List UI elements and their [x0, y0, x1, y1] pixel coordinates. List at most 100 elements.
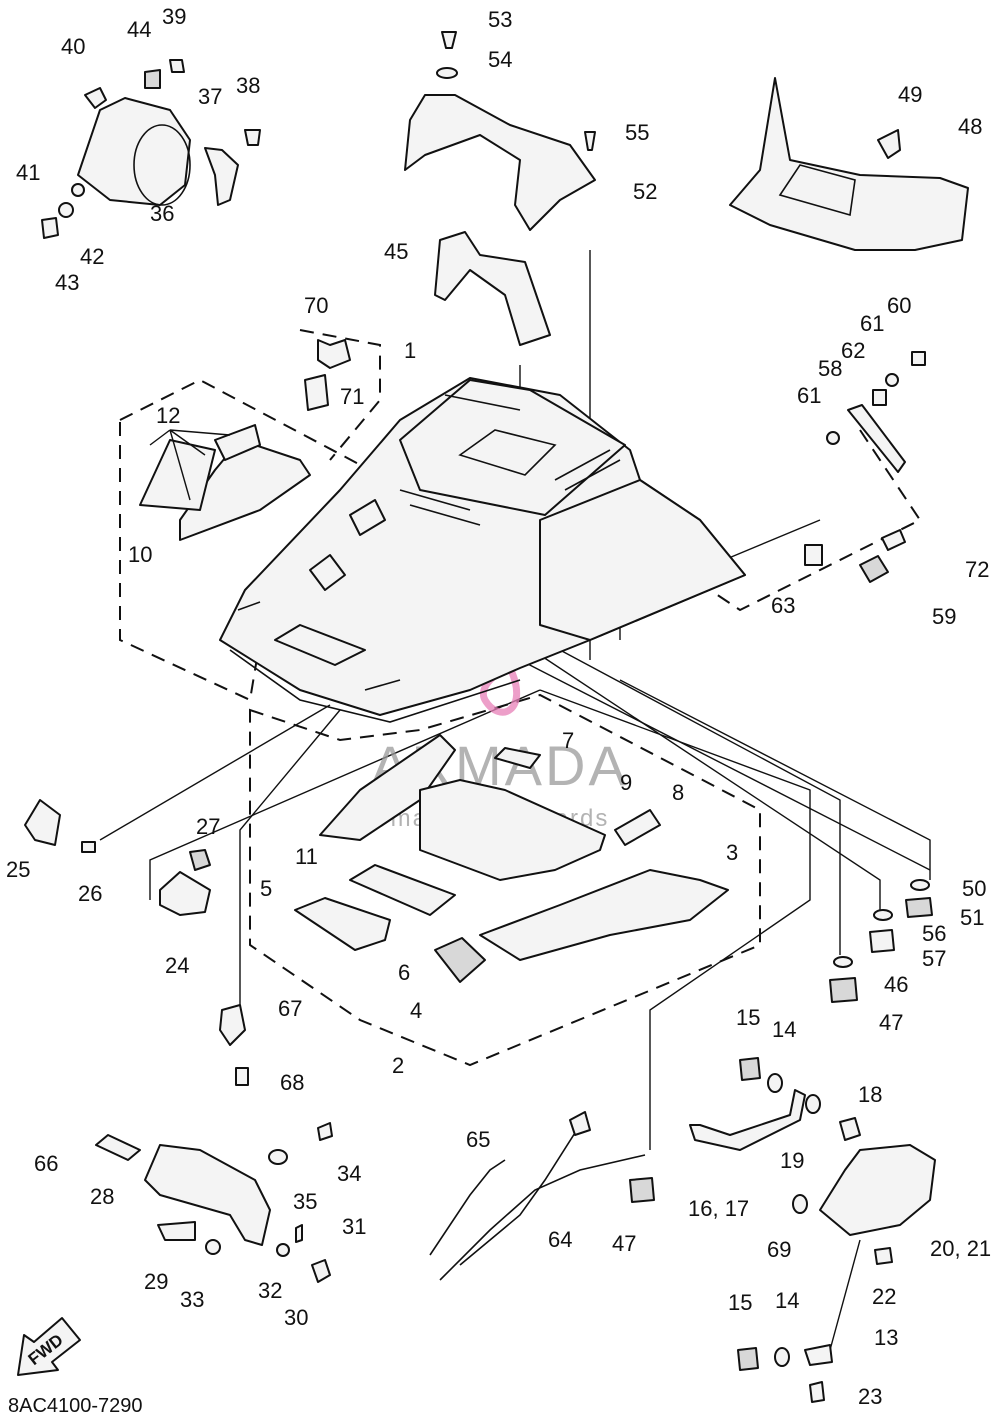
callout-57: 57 — [922, 946, 946, 971]
part-61-washer-a — [826, 431, 840, 445]
callout-71: 71 — [340, 384, 364, 409]
callout-56: 56 — [922, 921, 946, 946]
callout-52: 52 — [633, 179, 657, 204]
part-11-bracket — [319, 734, 456, 841]
callout-14a: 14 — [772, 1017, 796, 1042]
callout-6: 6 — [398, 960, 410, 985]
part-54-washer — [436, 67, 458, 79]
callout-67: 67 — [278, 996, 302, 1021]
part-68-bolt — [235, 1067, 249, 1086]
dash-outline-58-61 — [709, 429, 922, 612]
part-42-washer — [58, 202, 74, 218]
callout-40: 40 — [61, 34, 85, 59]
part-59-knob — [859, 555, 889, 583]
callout-23: 23 — [858, 1384, 882, 1409]
part-64-cable-b — [459, 1124, 581, 1266]
callout-58: 58 — [818, 356, 842, 381]
top-center-group — [404, 31, 596, 346]
callout-60: 60 — [887, 293, 911, 318]
callout-53: 53 — [488, 7, 512, 32]
part-31-pin — [295, 1224, 303, 1243]
callout-labels: 1 2 3 4 5 6 7 8 9 10 11 12 13 14 14 15 1… — [6, 4, 991, 1409]
part-40-clip — [84, 87, 107, 109]
callout-47b: 47 — [612, 1231, 636, 1256]
part-24-bracket — [159, 871, 211, 916]
part-28-handle — [144, 1144, 271, 1246]
part-63-grommet — [804, 544, 823, 566]
part-7-pad — [494, 747, 541, 769]
dash-outline-2 — [249, 693, 761, 1067]
part-34-rivet — [317, 1122, 333, 1141]
callout-19: 19 — [780, 1148, 804, 1173]
callout-10: 10 — [128, 542, 152, 567]
part-6-pad — [349, 864, 456, 916]
callout-8: 8 — [672, 780, 684, 805]
callout-65: 65 — [466, 1127, 490, 1152]
callout-49: 49 — [898, 82, 922, 107]
part-36-duct — [77, 97, 191, 206]
callout-25: 25 — [6, 857, 30, 882]
diagram-code: 8AC4100-7290 — [8, 1395, 143, 1417]
hood-vent-slots — [237, 394, 621, 691]
callout-46: 46 — [884, 972, 908, 997]
callout-18: 18 — [858, 1082, 882, 1107]
callout-7: 7 — [562, 728, 574, 753]
part-14-washer-b — [774, 1347, 790, 1367]
part-44-nut — [144, 69, 161, 89]
part-47-grommet — [829, 977, 858, 1003]
callout-4: 4 — [410, 998, 422, 1023]
part-15-grommet-a — [739, 1057, 761, 1081]
part-3-panel — [479, 869, 729, 961]
part-25-bracket — [24, 799, 61, 846]
callout-68: 68 — [280, 1070, 304, 1095]
callout-28: 28 — [90, 1184, 114, 1209]
part-37-bracket — [204, 147, 239, 206]
hood-assembly — [219, 377, 746, 723]
callout-36: 36 — [150, 201, 174, 226]
fwd-arrow: FWD — [17, 1317, 81, 1376]
callout-20-21: 20, 21 — [930, 1236, 991, 1261]
left-hardware — [24, 799, 249, 1086]
callout-61a: 61 — [860, 311, 884, 336]
part-5-pad — [294, 897, 391, 951]
part-52-bracket — [404, 94, 596, 231]
hood-top-console — [399, 379, 626, 516]
dash-outline-10-12 — [119, 378, 372, 702]
callout-69: 69 — [767, 1237, 791, 1262]
callout-15b: 15 — [728, 1290, 752, 1315]
part-69-washer — [792, 1194, 808, 1214]
part-32-washer — [276, 1243, 290, 1257]
part-61-washer-b — [885, 373, 899, 387]
callout-3: 3 — [726, 840, 738, 865]
part-12-pad-a — [139, 439, 216, 511]
part-13-clip — [804, 1344, 833, 1366]
cable-group — [429, 1111, 655, 1281]
callout-37: 37 — [198, 84, 222, 109]
part-12-pad-b — [214, 424, 261, 461]
duct-36-group — [41, 59, 261, 239]
callout-22: 22 — [872, 1284, 896, 1309]
part-19-washer — [805, 1094, 821, 1114]
part-41-washer — [71, 183, 85, 197]
part-38-clip — [244, 129, 261, 146]
callout-66: 66 — [34, 1151, 58, 1176]
callout-45: 45 — [384, 239, 408, 264]
part-29-bracket — [157, 1221, 196, 1241]
assembly-outlines — [119, 329, 922, 1067]
callout-41: 41 — [16, 160, 40, 185]
callout-5: 5 — [260, 876, 272, 901]
callout-27: 27 — [196, 814, 220, 839]
part-48-window — [778, 164, 856, 217]
callout-62: 62 — [841, 338, 865, 363]
part-15-grommet-b — [737, 1347, 759, 1371]
headlight-recess-right — [349, 499, 386, 536]
part-62-collar — [872, 389, 887, 406]
callout-44: 44 — [127, 17, 151, 42]
part-64-cable-a — [439, 1154, 646, 1281]
part-4-block — [434, 937, 486, 983]
part-53-bolt — [441, 31, 457, 49]
callout-63: 63 — [771, 593, 795, 618]
part-22-screw — [874, 1247, 893, 1265]
light-group — [689, 1057, 936, 1403]
